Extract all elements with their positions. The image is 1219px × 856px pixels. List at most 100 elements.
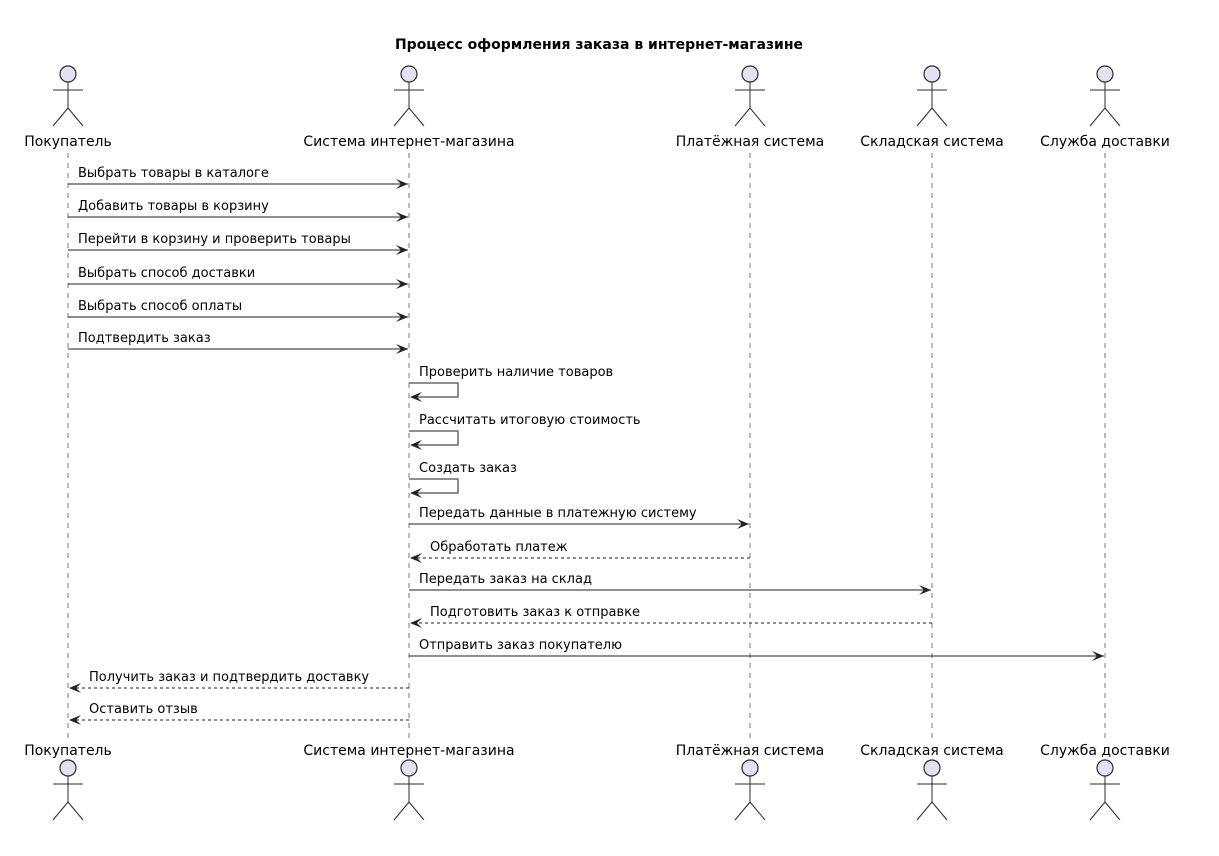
actor-label-top-shop: Система интернет-магазина [303, 134, 514, 150]
message-14: Отправить заказ покупателю [409, 638, 1104, 661]
message-label: Рассчитать итоговую стоимость [419, 413, 641, 428]
message-label: Добавить товары в корзину [78, 199, 269, 214]
message-label: Передать данные в платежную систему [419, 506, 697, 521]
actor-head-delivery-bottom [1096, 759, 1114, 777]
actor-leg-left-delivery-top [1089, 107, 1106, 127]
actor-leg-right-warehouse-top [931, 107, 948, 127]
message-label: Подготовить заказ к отправке [430, 605, 640, 620]
self-message-line [409, 382, 459, 398]
actor-label-top-payment: Платёжная система [676, 134, 824, 150]
actor-top-customer: Покупатель [24, 65, 112, 150]
message-9: Создать заказ [409, 461, 517, 498]
message-2: Добавить товары в корзину [68, 199, 408, 222]
message-label: Подтвердить заказ [78, 331, 211, 346]
self-message-line [409, 478, 459, 494]
actor-leg-left-customer-bottom [52, 801, 69, 821]
actor-head-shop-bottom [400, 759, 418, 777]
actor-leg-left-warehouse-top [916, 107, 933, 127]
arrow-head-icon [396, 344, 408, 354]
actor-leg-right-customer-bottom [67, 801, 84, 821]
actor-leg-right-warehouse-bottom [931, 801, 948, 821]
actor-bottom-payment: Платёжная система [676, 743, 824, 821]
actor-label-top-warehouse: Складская система [860, 134, 1003, 150]
self-message-line [409, 430, 459, 446]
message-label: Перейти в корзину и проверить товары [78, 232, 351, 247]
message-label: Оставить отзыв [89, 702, 198, 717]
actor-leg-right-shop-top [408, 107, 425, 127]
actor-label-bottom-warehouse: Складская система [860, 743, 1003, 759]
actor-head-customer-top [59, 65, 77, 83]
message-label: Выбрать способ оплаты [78, 299, 242, 314]
actor-leg-right-delivery-bottom [1104, 801, 1121, 821]
actor-leg-left-payment-top [734, 107, 751, 127]
actor-label-bottom-shop: Система интернет-магазина [303, 743, 514, 759]
arrow-head-icon [737, 519, 749, 529]
message-label: Обработать платеж [430, 540, 568, 555]
actor-top-warehouse: Складская система [860, 65, 1004, 150]
arrow-head-icon [919, 585, 931, 595]
message-11: Обработать платеж [410, 540, 750, 563]
actor-label-top-delivery: Служба доставки [1040, 134, 1170, 150]
message-15: Получить заказ и подтвердить доставку [69, 670, 409, 693]
lifelines [67, 153, 1106, 740]
actor-leg-left-shop-top [393, 107, 410, 127]
arrow-head-icon [69, 715, 81, 725]
message-1: Выбрать товары в каталоге [68, 166, 408, 189]
arrow-head-icon [410, 488, 422, 498]
actor-bottom-customer: Покупатель [24, 743, 112, 821]
actor-leg-left-customer-top [52, 107, 69, 127]
actor-head-shop-top [400, 65, 418, 83]
arrow-head-icon [396, 179, 408, 189]
message-12: Передать заказ на склад [409, 572, 931, 595]
message-10: Передать данные в платежную систему [409, 506, 749, 529]
actor-top-shop: Система интернет-магазина [303, 65, 515, 150]
actor-label-top-customer: Покупатель [24, 134, 112, 150]
actor-head-warehouse-bottom [923, 759, 941, 777]
arrow-head-icon [69, 683, 81, 693]
arrow-head-icon [396, 279, 408, 289]
message-label: Проверить наличие товаров [419, 365, 613, 380]
actor-bottom-delivery: Служба доставки [1040, 743, 1170, 821]
message-label: Выбрать способ доставки [78, 266, 255, 281]
actor-leg-left-warehouse-bottom [916, 801, 933, 821]
actor-leg-left-delivery-bottom [1089, 801, 1106, 821]
message-8: Рассчитать итоговую стоимость [409, 413, 641, 450]
arrow-head-icon [396, 245, 408, 255]
message-6: Подтвердить заказ [68, 331, 408, 354]
actor-leg-right-payment-top [749, 107, 766, 127]
actor-head-delivery-top [1096, 65, 1114, 83]
actor-leg-left-shop-bottom [393, 801, 410, 821]
message-label: Передать заказ на склад [419, 572, 592, 587]
message-5: Выбрать способ оплаты [68, 299, 408, 322]
message-label: Создать заказ [419, 461, 517, 476]
actor-top-payment: Платёжная система [676, 65, 824, 150]
arrow-head-icon [396, 212, 408, 222]
actor-leg-right-payment-bottom [749, 801, 766, 821]
actor-leg-right-shop-bottom [408, 801, 425, 821]
actor-leg-right-customer-top [67, 107, 84, 127]
actor-bottom-warehouse: Складская система [860, 743, 1004, 821]
arrow-head-icon [410, 618, 422, 628]
actor-head-payment-bottom [741, 759, 759, 777]
actor-head-warehouse-top [923, 65, 941, 83]
message-label: Выбрать товары в каталоге [78, 166, 269, 181]
arrow-head-icon [410, 553, 422, 563]
actor-label-bottom-customer: Покупатель [24, 743, 112, 759]
message-4: Выбрать способ доставки [68, 266, 408, 289]
actor-leg-right-delivery-top [1104, 107, 1121, 127]
arrow-head-icon [396, 312, 408, 322]
arrow-head-icon [410, 440, 422, 450]
arrow-head-icon [410, 392, 422, 402]
actor-head-payment-top [741, 65, 759, 83]
actor-label-bottom-delivery: Служба доставки [1040, 743, 1170, 759]
message-13: Подготовить заказ к отправке [410, 605, 932, 628]
message-7: Проверить наличие товаров [409, 365, 613, 402]
actor-label-bottom-payment: Платёжная система [676, 743, 824, 759]
message-3: Перейти в корзину и проверить товары [68, 232, 408, 255]
actor-head-customer-bottom [59, 759, 77, 777]
message-label: Отправить заказ покупателю [419, 638, 622, 653]
actor-bottom-shop: Система интернет-магазина [303, 743, 515, 821]
